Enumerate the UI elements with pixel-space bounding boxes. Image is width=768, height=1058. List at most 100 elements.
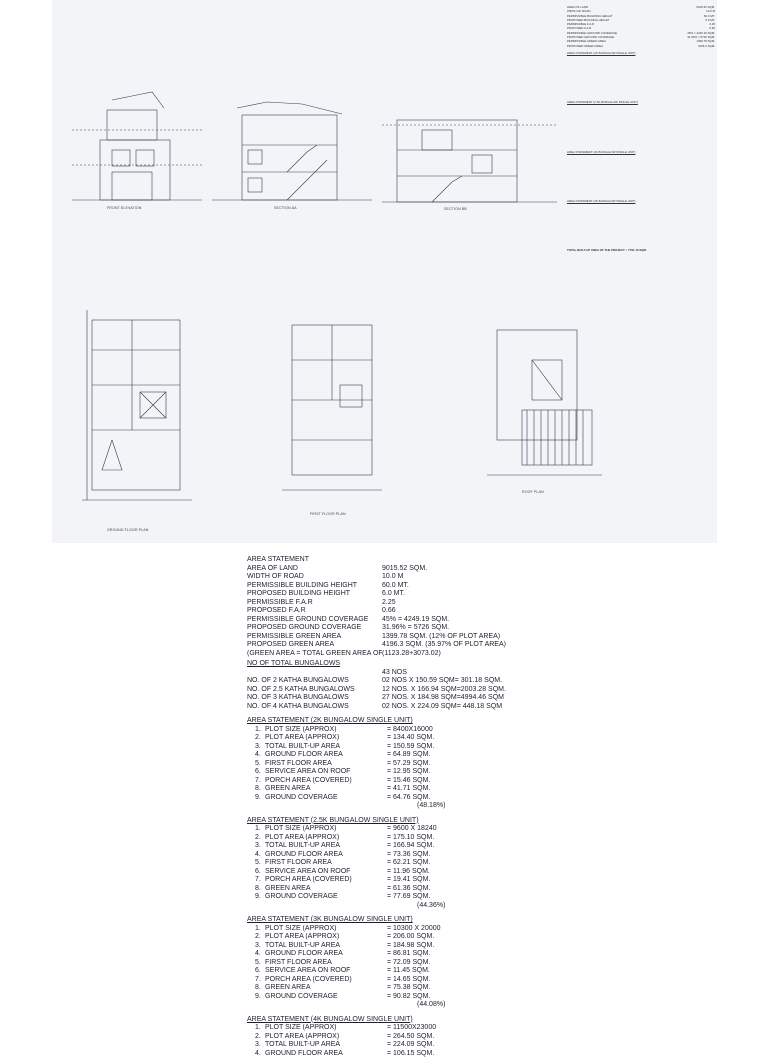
- item-label: PLOT SIZE (APPROX): [265, 1024, 387, 1033]
- sheet-statement-subheading: AREA STATEMENT (4K BUNGALOW SINGLE UNIT): [567, 199, 715, 203]
- drawing-caption: SECTION AA: [274, 206, 297, 210]
- item-value: = 184.98 SQM.: [387, 942, 512, 951]
- unit-statement-item: 4.GROUND FLOOR AREA= 86.81 SQM.: [247, 950, 512, 959]
- item-value: = 11.45 SQM.: [387, 967, 512, 976]
- bungalow-type: NO. OF 2.5 KATHA BUNGALOWS: [247, 686, 382, 695]
- item-value: = 8400X16000: [387, 726, 512, 735]
- item-label: GROUND FLOOR AREA: [265, 751, 387, 760]
- unit-statement-item: 9.GROUND COVERAGE= 64.76 SQM.: [247, 794, 512, 803]
- item-label: PLOT AREA (APPROX): [265, 933, 387, 942]
- item-number: 1.: [255, 1024, 265, 1033]
- item-label: TOTAL BUILT-UP AREA: [265, 1041, 387, 1050]
- item-label: GROUND COVERAGE: [265, 794, 387, 803]
- bungalow-count: 43 NOS: [382, 669, 512, 678]
- item-label: GROUND FLOOR AREA: [265, 1050, 387, 1058]
- ground-coverage-percent: (44.08%): [247, 1001, 512, 1010]
- item-value: = 19.41 SQM.: [387, 876, 512, 885]
- item-value: = 11.96 SQM.: [387, 868, 512, 877]
- unit-statement-item: 1.PLOT SIZE (APPROX)= 10300 X 20000: [247, 925, 512, 934]
- statement-key: PROPOSED GROUND COVERAGE: [247, 624, 382, 633]
- item-value: = 73.36 SQM.: [387, 851, 512, 860]
- bungalow-type: NO. OF 4 KATHA BUNGALOWS: [247, 703, 382, 712]
- statement-key: PROPOSED BUILDING HEIGHT: [247, 590, 382, 599]
- unit-statement-item: 5.FIRST FLOOR AREA= 72.09 SQM.: [247, 959, 512, 968]
- item-number: 6.: [255, 768, 265, 777]
- item-number: 5.: [255, 959, 265, 968]
- item-value: = 57.29 SQM.: [387, 760, 512, 769]
- front-elevation-drawing: [72, 92, 202, 200]
- item-label: FIRST FLOOR AREA: [265, 959, 387, 968]
- statement-value: 10.0 M: [382, 573, 512, 582]
- bungalow-count: 12 NOS. X 166.94 SQM=2003.28 SQM.: [382, 686, 512, 695]
- statement-key: WIDTH OF ROAD: [247, 573, 382, 582]
- item-label: PORCH AREA (COVERED): [265, 876, 387, 885]
- bungalows-heading: NO OF TOTAL BUNGALOWS: [247, 660, 512, 669]
- item-label: PLOT SIZE (APPROX): [265, 825, 387, 834]
- statement-key: PROPOSED F.A.R: [247, 607, 382, 616]
- unit-statement-item: 8.GREEN AREA= 61.36 SQM.: [247, 885, 512, 894]
- item-value: = 77.69 SQM.: [387, 893, 512, 902]
- item-value: = 134.40 SQM.: [387, 734, 512, 743]
- statement-value: 6.0 MT.: [382, 590, 512, 599]
- bungalow-count: 02 NOS X 150.59 SQM= 301.18 SQM.: [382, 677, 512, 686]
- unit-statement-item: 4.GROUND FLOOR AREA= 73.36 SQM.: [247, 851, 512, 860]
- item-label: TOTAL BUILT-UP AREA: [265, 942, 387, 951]
- item-number: 2.: [255, 933, 265, 942]
- sheet-statement-value: 4196.3 SQM.: [698, 44, 715, 48]
- unit-statement-item: 3.TOTAL BUILT-UP AREA= 184.98 SQM.: [247, 942, 512, 951]
- unit-statement-item: 9.GROUND COVERAGE= 90.82 SQM.: [247, 993, 512, 1002]
- unit-statement-item: 4.GROUND FLOOR AREA= 64.89 SQM.: [247, 751, 512, 760]
- item-number: 1.: [255, 825, 265, 834]
- item-label: SERVICE AREA ON ROOF: [265, 868, 387, 877]
- item-label: GROUND COVERAGE: [265, 893, 387, 902]
- unit-statement-title: AREA STATEMENT (2.5K BUNGALOW SINGLE UNI…: [247, 817, 512, 826]
- item-number: 6.: [255, 868, 265, 877]
- unit-area-statement: AREA STATEMENT (3K BUNGALOW SINGLE UNIT)…: [247, 916, 512, 1010]
- item-number: 1.: [255, 925, 265, 934]
- item-value: = 64.89 SQM.: [387, 751, 512, 760]
- item-label: GREEN AREA: [265, 885, 387, 894]
- unit-statement-item: 2.PLOT AREA (APPROX)= 134.40 SQM.: [247, 734, 512, 743]
- item-value: = 15.46 SQM.: [387, 777, 512, 786]
- ground-coverage-percent: (48.18%): [247, 802, 512, 811]
- unit-statement-item: 3.TOTAL BUILT-UP AREA= 224.09 SQM.: [247, 1041, 512, 1050]
- sheet-statement-row: PROPOSED GREEN AREA 4196.3 SQM.: [567, 44, 715, 48]
- item-number: 7.: [255, 777, 265, 786]
- sheet-statement-key: PROPOSED GREEN AREA: [567, 44, 603, 48]
- ground-floor-plan-drawing: [82, 310, 192, 500]
- unit-area-statement: AREA STATEMENT (2K BUNGALOW SINGLE UNIT)…: [247, 717, 512, 811]
- unit-statement-item: 1.PLOT SIZE (APPROX)= 9600 X 18240: [247, 825, 512, 834]
- item-number: 7.: [255, 976, 265, 985]
- statement-value: 31.96% = 5726 SQM.: [382, 624, 512, 633]
- statement-value: 9015.52 SQM.: [382, 565, 512, 574]
- item-value: = 62.21 SQM.: [387, 859, 512, 868]
- unit-statement-item: 2.PLOT AREA (APPROX)= 206.00 SQM.: [247, 933, 512, 942]
- roof-plan-drawing: [487, 330, 602, 475]
- drawing-caption: ROOF PLAN: [522, 490, 544, 494]
- section-aa-drawing: [212, 102, 372, 200]
- item-number: 6.: [255, 967, 265, 976]
- statement-key: PERMISSIBLE GROUND COVERAGE: [247, 616, 382, 625]
- unit-statement-item: 5.FIRST FLOOR AREA= 62.21 SQM.: [247, 859, 512, 868]
- statement-key: PERMISSIBLE BUILDING HEIGHT: [247, 582, 382, 591]
- item-value: = 72.09 SQM.: [387, 959, 512, 968]
- item-number: 2.: [255, 734, 265, 743]
- statement-key: PERMISSIBLE F.A.R: [247, 599, 382, 608]
- drawing-caption: FRONT ELEVATION: [107, 206, 141, 210]
- item-label: PLOT AREA (APPROX): [265, 834, 387, 843]
- unit-statement-item: 8.GREEN AREA= 41.71 SQM.: [247, 785, 512, 794]
- item-number: 4.: [255, 751, 265, 760]
- item-label: PLOT SIZE (APPROX): [265, 925, 387, 934]
- unit-statement-item: 2.PLOT AREA (APPROX)= 175.10 SQM.: [247, 834, 512, 843]
- unit-statement-item: 2.PLOT AREA (APPROX)= 264.50 SQM.: [247, 1033, 512, 1042]
- unit-statement-item: 8.GREEN AREA= 75.38 SQM.: [247, 984, 512, 993]
- bungalow-count: 02 NOS. X 224.09 SQM= 448.18 SQM: [382, 703, 512, 712]
- item-label: FIRST FLOOR AREA: [265, 760, 387, 769]
- unit-statement-item: 3.TOTAL BUILT-UP AREA= 150.59 SQM.: [247, 743, 512, 752]
- item-value: = 86.81 SQM.: [387, 950, 512, 959]
